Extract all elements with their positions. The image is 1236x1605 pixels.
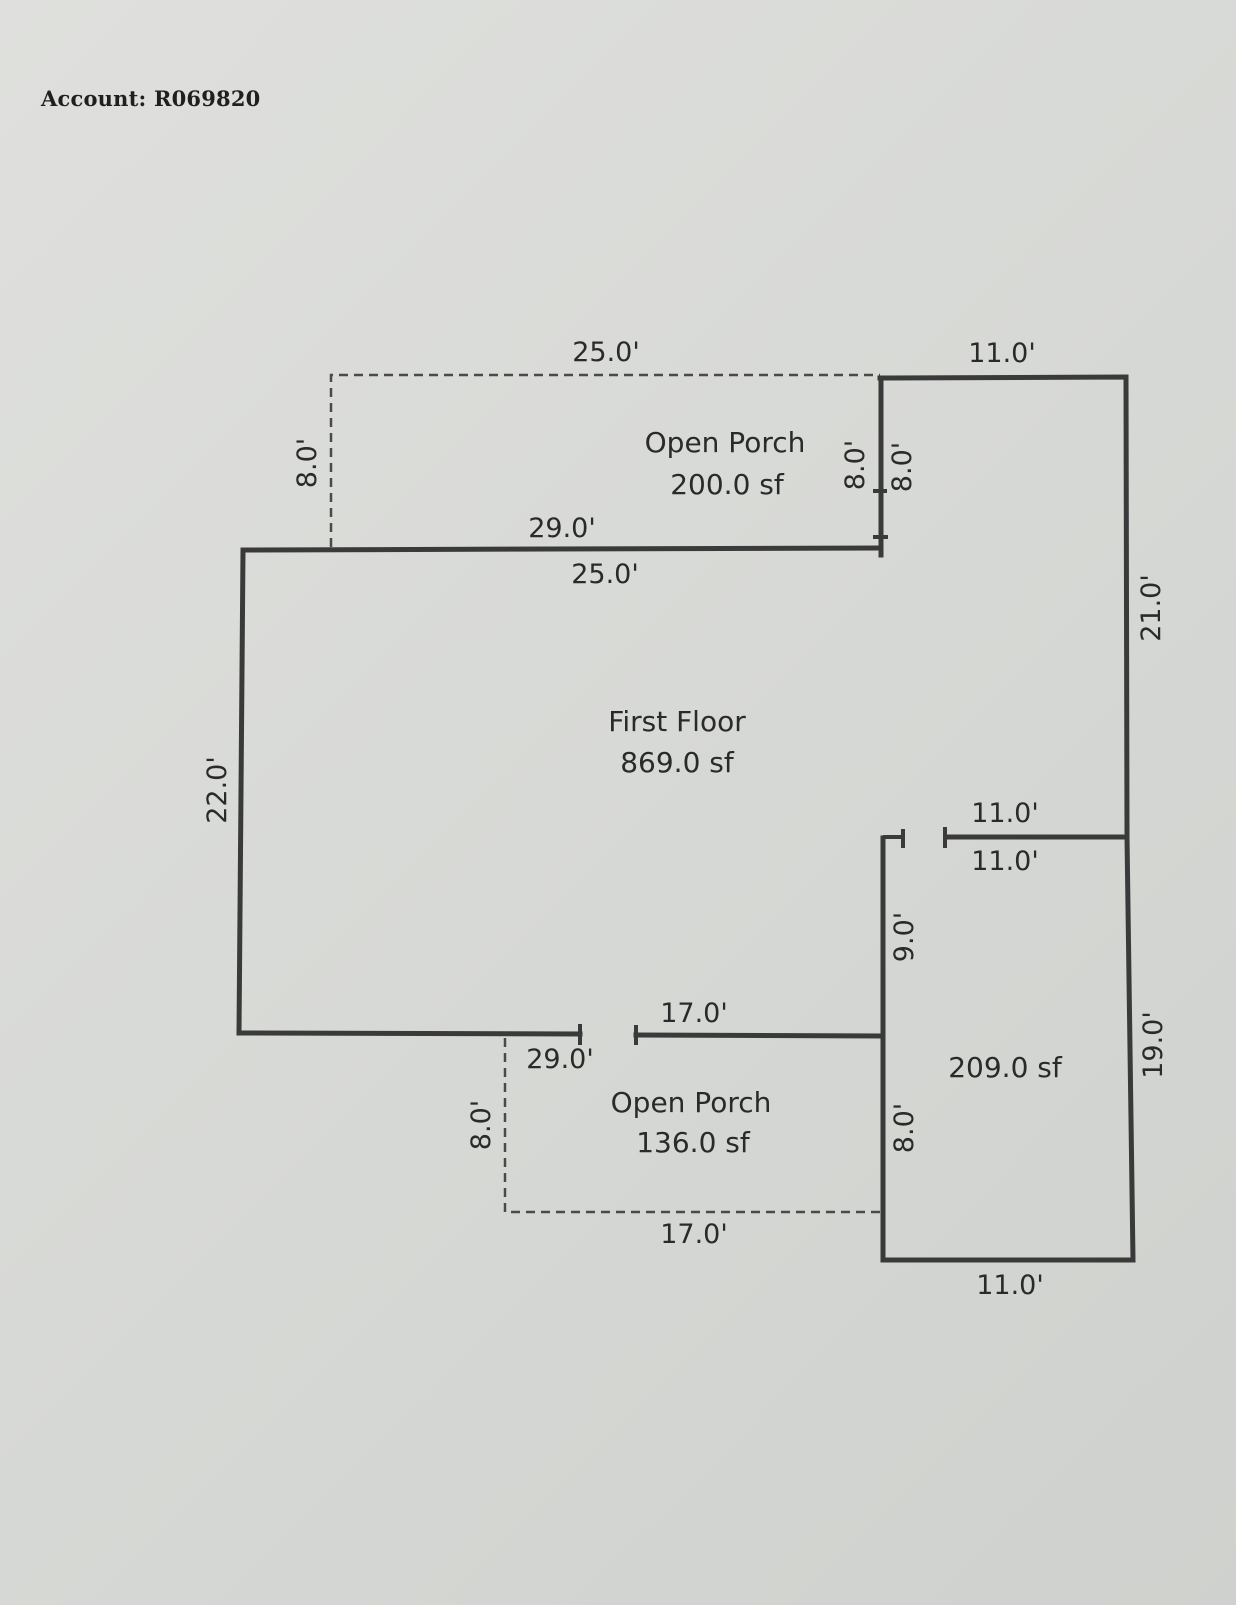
dim-lower-right-height: 19.0' bbox=[1138, 1011, 1169, 1079]
dim-porch-top-left-height: 8.0' bbox=[292, 438, 323, 488]
wing-room-size: 209.0 sf bbox=[948, 1051, 1063, 1084]
dim-porch-bottom-right-height: 8.0' bbox=[889, 1103, 920, 1153]
first-floor-size: 869.0 sf bbox=[620, 746, 735, 779]
open-porch-bottom-size: 136.0 sf bbox=[636, 1126, 751, 1159]
first-floor-outline bbox=[236, 545, 883, 1037]
dim-porch-top-right-height: 8.0' bbox=[840, 440, 871, 490]
dim-wing-top-width: 11.0' bbox=[968, 338, 1036, 369]
porch-top-outline bbox=[329, 373, 880, 547]
dim-wing-inner-height: 8.0' bbox=[887, 442, 918, 492]
dim-porch-bottom-width: 17.0' bbox=[660, 1219, 728, 1250]
porch-bottom-outline bbox=[503, 1038, 880, 1214]
first-floor-bottom-right-wall bbox=[633, 1032, 885, 1039]
first-floor-label: First Floor bbox=[608, 705, 746, 738]
wing-outline bbox=[877, 374, 1136, 1263]
open-porch-bottom-label: Open Porch bbox=[611, 1086, 772, 1119]
open-porch-top-size: 200.0 sf bbox=[670, 468, 785, 501]
dim-lower-bottom-width: 11.0' bbox=[976, 1270, 1044, 1301]
dim-floor-top-inner-width: 25.0' bbox=[571, 559, 639, 590]
dim-floor-left-height: 22.0' bbox=[202, 756, 233, 824]
dim-floor-top-width: 29.0' bbox=[528, 513, 596, 544]
dim-inner-wall-height: 9.0' bbox=[889, 912, 920, 962]
dim-porch-bottom-left-height: 8.0' bbox=[466, 1100, 497, 1150]
dim-floor-bottom-right-width: 17.0' bbox=[660, 998, 728, 1029]
open-porch-top-label: Open Porch bbox=[645, 426, 806, 459]
dim-wing-divider-top: 11.0' bbox=[971, 798, 1039, 829]
account-number: Account: R069820 bbox=[41, 86, 261, 111]
wall-end-tick bbox=[883, 829, 905, 848]
dim-floor-bottom-width: 29.0' bbox=[526, 1044, 594, 1075]
dim-porch-top-width: 25.0' bbox=[572, 337, 640, 368]
dim-wing-divider-bottom: 11.0' bbox=[971, 846, 1039, 877]
dim-wing-right-height: 21.0' bbox=[1136, 574, 1167, 642]
